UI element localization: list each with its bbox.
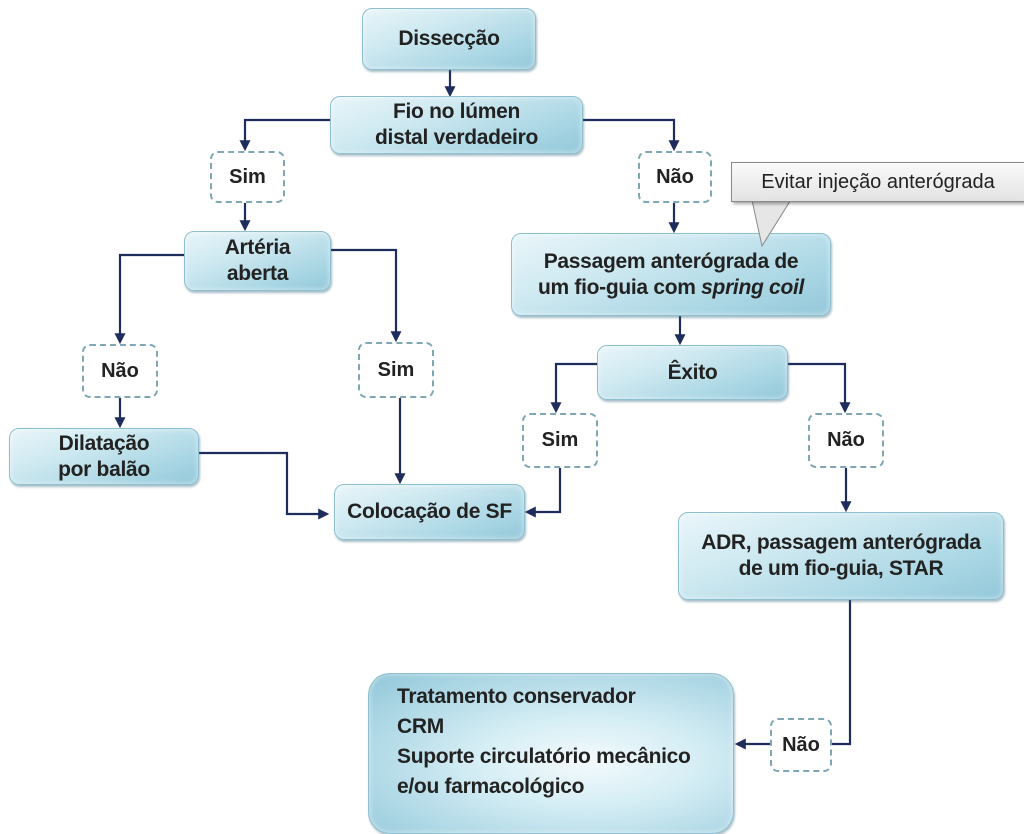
node-text: Dissecção [398, 27, 500, 50]
node-text-line: aberta [226, 262, 289, 285]
node-fio-no-lumen: Fio no lúmen distal verdadeiro [330, 96, 583, 154]
label-text: Sim [541, 429, 579, 451]
edge-adr-nao4 [830, 600, 852, 746]
edge-sim3-colocacao [524, 468, 562, 518]
node-passagem-anterograda: Passagem anterógrada de um fio-guia com … [511, 233, 831, 316]
node-text-line: Dilatação [58, 431, 150, 455]
node-dilatacao-por-balao: Dilatação por balão [9, 428, 199, 485]
node-text-line: Artéria [224, 236, 291, 259]
node-adr-star: ADR, passagem anterógrada de um fio-guia… [678, 512, 1004, 600]
callout-evitar-injecao: Evitar injeção anterógrada [731, 162, 1024, 202]
node-text-line: por balão [58, 457, 150, 481]
node-tratamento: Tratamento conservador CRM Suporte circu… [368, 673, 734, 834]
node-text-line: um fio-guia com spring coil [538, 275, 804, 301]
label-nao: Não [82, 344, 158, 398]
node-exito: Êxito [597, 345, 788, 400]
node-text-line: Tratamento conservador [397, 685, 636, 708]
edge-dilatacao-colocacao [199, 451, 330, 520]
edge-fio-sim1 [239, 118, 330, 152]
node-colocacao-de-sf: Colocação de SF [334, 484, 525, 540]
node-text-line: Fio no lúmen [392, 100, 521, 123]
node-text-line: Suporte circulatório mecânico [397, 745, 691, 768]
label-text: Não [656, 165, 694, 188]
node-text-line: e/ou farmacológico [397, 775, 585, 798]
label-sim: Sim [358, 342, 434, 398]
node-text-plain: um fio-guia com [537, 275, 702, 299]
label-sim: Sim [210, 151, 285, 203]
label-text: Sim [377, 358, 415, 381]
node-text-line: ADR, passagem anterógrada [701, 531, 981, 554]
node-text-line: CRM [397, 715, 444, 738]
node-text: Colocação de SF [347, 500, 512, 523]
label-sim: Sim [522, 413, 598, 468]
node-disseccao: Dissecção [362, 8, 536, 70]
label-text: Não [782, 733, 820, 756]
edge-fio-nao1 [583, 118, 680, 152]
node-text-italic: spring coil [701, 275, 805, 299]
label-text: Não [101, 359, 139, 382]
label-text: Sim [229, 165, 266, 188]
label-nao: Não [638, 151, 712, 203]
node-text-line: Passagem anterógrada de [543, 249, 799, 273]
edge-exito-sim3 [550, 362, 597, 414]
node-text-line: distal verdadeiro [375, 126, 538, 149]
edge-arteria-sim2 [331, 248, 402, 343]
node-arteria-aberta: Artéria aberta [184, 231, 331, 291]
edge-arteria-nao2 [114, 253, 184, 345]
edge-exito-nao3 [788, 362, 851, 414]
label-nao: Não [808, 413, 884, 468]
label-nao: Não [770, 718, 832, 772]
label-text: Não [827, 429, 865, 451]
node-text: Êxito [667, 360, 718, 384]
callout-text: Evitar injeção anterógrada [761, 170, 995, 193]
node-text-line: de um fio-guia, STAR [738, 557, 944, 580]
